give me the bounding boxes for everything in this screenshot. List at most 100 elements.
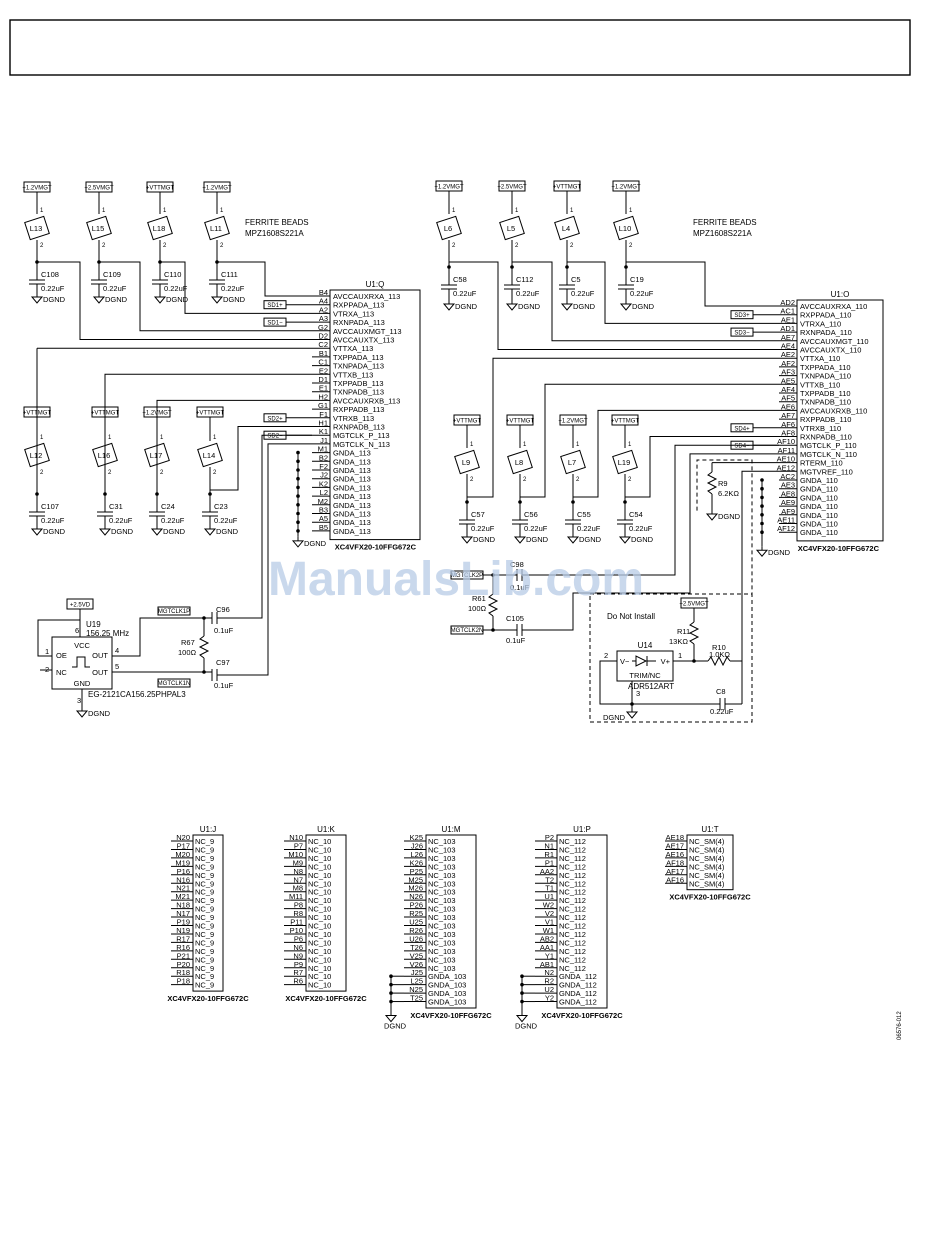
nc-pin-name: NC_103 <box>428 922 456 931</box>
ferrite-bead-ref: L10 <box>619 224 632 233</box>
pin-number: 2 <box>515 243 519 249</box>
nc-pin-number: P10 <box>290 926 303 935</box>
ferrite-bead <box>147 215 173 241</box>
nc-pin-number: R2 <box>544 977 554 986</box>
signal-port-label: MGTCLK2P <box>451 573 483 579</box>
nc-pin-name: NC_9 <box>195 947 214 956</box>
nc-pin-name: NC_103 <box>428 905 456 914</box>
ic-pin-name: AVCCAUXMGT_113 <box>333 327 402 336</box>
nc-pin-number: AB2 <box>540 934 554 943</box>
osc-vcc-label: VCC <box>74 641 90 650</box>
ic-pin-number: B3 <box>319 506 328 515</box>
capacitor-ref: C57 <box>471 510 485 519</box>
ferrite-bead-body <box>499 215 525 241</box>
nc-block-title: U1:M <box>441 825 460 834</box>
nc-pin-number: V2 <box>545 909 554 918</box>
nc-pin-number: P6 <box>294 934 303 943</box>
capacitor-ref: C110 <box>164 270 181 279</box>
nc-pin-number: P25 <box>410 867 423 876</box>
ic-pin-number: C2 <box>318 340 328 349</box>
power-rail-label: +2.5VMGT <box>84 186 114 192</box>
ferrite-note-right-line2: MPZ1608S221A <box>693 229 752 238</box>
ferrite-bead-body <box>436 215 462 241</box>
nc-pin-name: NC_112 <box>559 854 586 863</box>
resistor-value: 100Ω <box>178 648 197 657</box>
nc-pin-name: NC_9 <box>195 922 214 931</box>
nc-pin-name: NC_112 <box>559 905 586 914</box>
power-rail-label: +VTTMGT <box>196 411 225 417</box>
capacitor-ref: C31 <box>109 502 123 511</box>
ic-pin-name: VTTXA_110 <box>800 354 840 363</box>
nc-pin-name: NC_112 <box>559 837 586 846</box>
ic-pin-name: GNDA_110 <box>800 502 838 511</box>
wire <box>625 436 779 498</box>
capacitor-value: 0.22uF <box>453 289 477 298</box>
ic-pin-name: TXPPADB_113 <box>333 379 384 388</box>
pin-number: 2 <box>102 243 106 249</box>
ic-body <box>329 289 421 541</box>
ic-pin-name: MGTCLK_P_110 <box>800 441 857 450</box>
nc-pin-name: NC_103 <box>428 938 456 947</box>
ferrite-bead <box>436 215 462 241</box>
nc-pin-name: NC_103 <box>428 930 456 939</box>
junction-dot <box>760 486 764 491</box>
nc-pin-number: P16 <box>177 867 190 876</box>
nc-block-body <box>305 834 347 992</box>
ferrite-bead-ref: L11 <box>210 224 222 233</box>
ferrite-bead-body <box>554 215 580 241</box>
ferrite-bead <box>24 215 50 241</box>
junction-dot <box>35 492 39 496</box>
ic-pin-number: AF5 <box>781 394 795 403</box>
nc-pin-name: NC_10 <box>308 845 331 854</box>
nc-pin-number: AF18 <box>666 858 684 867</box>
ground-symbol <box>291 540 305 548</box>
ic-pin-name: MGTCLK_N_113 <box>333 440 390 449</box>
nc-pin-number: L25 <box>410 977 423 986</box>
ferrite-bead-ref: L5 <box>507 224 515 233</box>
junction-dot <box>623 500 627 504</box>
ic-pin-number: K1 <box>319 427 328 436</box>
junction-dot <box>565 265 569 269</box>
nc-pin-name: NC_10 <box>308 930 331 939</box>
nc-pin-name: GNDA_103 <box>428 989 466 998</box>
ground-symbol <box>566 536 580 544</box>
ground-symbol <box>618 536 632 544</box>
ferrite-bead-ref: L9 <box>462 458 470 467</box>
nc-pin-name: GNDA_112 <box>559 989 597 998</box>
signal-port-label: MGTCLK1P <box>158 609 190 615</box>
nc-pin-number: R16 <box>176 943 190 952</box>
ic-pin-number: AE9 <box>781 498 795 507</box>
resistor-value: 1.0KΩ <box>709 650 730 659</box>
dni-note: Do Not Install <box>607 612 655 621</box>
ic-pin-name: MGTVREF_110 <box>800 467 853 476</box>
wire <box>599 660 632 705</box>
pin-number: 2 <box>452 243 456 249</box>
nc-pin-number: AE18 <box>666 833 684 842</box>
nc-pin-name: NC_10 <box>308 854 331 863</box>
ferrite-bead-ref: L8 <box>515 458 523 467</box>
pin-number: 1 <box>102 208 106 214</box>
junction-dot <box>208 492 212 496</box>
ground-label: DGND <box>473 535 496 544</box>
ground-label: DGND <box>518 302 541 311</box>
power-rail-label: +1.2VMGT <box>22 186 52 192</box>
nc-pin-number: AF17 <box>666 867 684 876</box>
nc-pin-name: NC_10 <box>308 862 331 871</box>
ground-symbol <box>203 528 217 536</box>
ground-label: DGND <box>43 295 66 304</box>
nc-pin-name: NC_103 <box>428 947 456 956</box>
ic-pin-number: F2 <box>319 462 328 471</box>
wire <box>220 443 312 676</box>
signal-port-label: SD1+ <box>267 303 283 309</box>
ic-pin-name: RXNPADA_110 <box>800 328 852 337</box>
ic-pin-number: B5 <box>319 523 328 532</box>
nc-block-part: XC4VFX20-10FFG672C <box>669 893 751 902</box>
nc-pin-name: NC_9 <box>195 964 214 973</box>
capacitor-value: 0.22uF <box>524 524 548 533</box>
ic-pin-name: VTTXA_113 <box>333 344 373 353</box>
ic-pin-number: D1 <box>318 375 328 384</box>
nc-block-body <box>556 834 608 1009</box>
nc-pin-name: NC_10 <box>308 905 331 914</box>
